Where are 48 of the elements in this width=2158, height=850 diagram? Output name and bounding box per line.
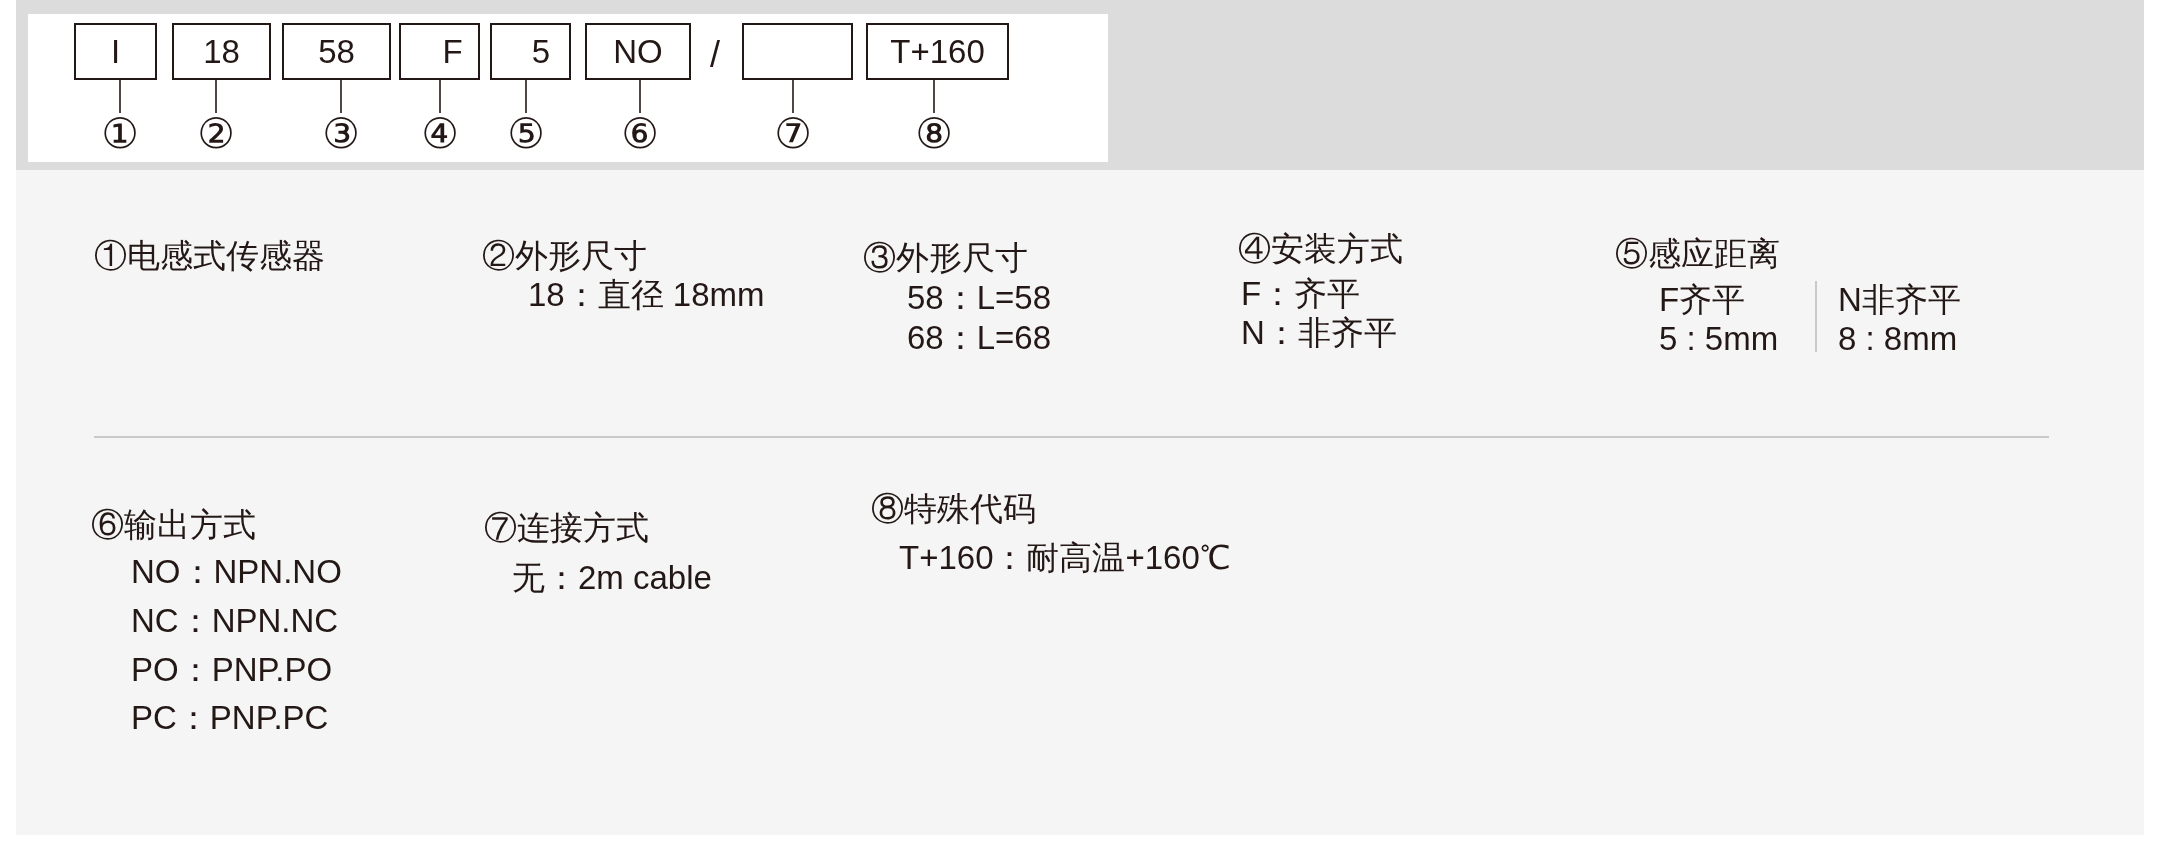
- option-text: 5 : 5mm: [1659, 318, 1779, 358]
- code-box: NO: [585, 23, 691, 80]
- option-text: T+160：耐高温+160℃: [899, 537, 1230, 577]
- section-heading: ②外形尺寸: [482, 235, 647, 275]
- leader-line: [525, 79, 527, 114]
- slash-text: /: [710, 34, 720, 76]
- callout-number: ②: [194, 113, 238, 155]
- callout-number: ⑦: [771, 113, 815, 155]
- callout-number: ④: [418, 113, 462, 155]
- callout-number: ①: [98, 113, 142, 155]
- option-text: PO：PNP.PO: [131, 649, 333, 689]
- blank-box: [742, 23, 853, 80]
- section-heading: ③外形尺寸: [863, 237, 1028, 277]
- callout-number: ⑥: [618, 113, 662, 155]
- code-box: 18: [172, 23, 271, 80]
- option-text: NC：NPN.NC: [131, 600, 339, 640]
- callout-number: ③: [319, 113, 363, 155]
- option-text: F：齐平: [1241, 273, 1361, 313]
- section-heading: ⑥输出方式: [91, 504, 256, 544]
- option-text: 18：直径 18mm: [528, 274, 765, 314]
- code-box: I: [74, 23, 157, 80]
- option-text: PC：PNP.PC: [131, 697, 329, 737]
- leader-line: [639, 79, 641, 114]
- code-box: 58: [282, 23, 391, 80]
- code-box: T+160: [866, 23, 1009, 80]
- code-box: 5: [490, 23, 571, 80]
- section-heading: ⑦连接方式: [484, 507, 649, 547]
- option-text: N非齐平: [1838, 279, 1961, 319]
- option-text: 8 : 8mm: [1838, 318, 1958, 358]
- section-heading: ④安装方式: [1238, 228, 1403, 268]
- option-text: 68：L=68: [907, 317, 1052, 357]
- leader-line: [792, 79, 794, 114]
- leader-line: [119, 79, 121, 114]
- callout-number: ⑧: [912, 113, 956, 155]
- leader-line: [439, 79, 441, 114]
- leader-line: [215, 79, 217, 114]
- option-text: F齐平: [1659, 279, 1746, 319]
- option-text: N：非齐平: [1241, 312, 1397, 352]
- option-text: 58：L=58: [907, 277, 1052, 317]
- option-text: 无：2m cable: [512, 557, 712, 597]
- section-heading: ⑤感应距离: [1615, 233, 1780, 273]
- section-heading: ⑧特殊代码: [871, 488, 1036, 528]
- leader-line: [340, 79, 342, 114]
- section-heading: ①电感式传感器: [94, 235, 325, 275]
- option-text: NO：NPN.NO: [131, 551, 342, 591]
- code-box: F: [399, 23, 480, 80]
- leader-line: [933, 79, 935, 114]
- callout-number: ⑤: [504, 113, 548, 155]
